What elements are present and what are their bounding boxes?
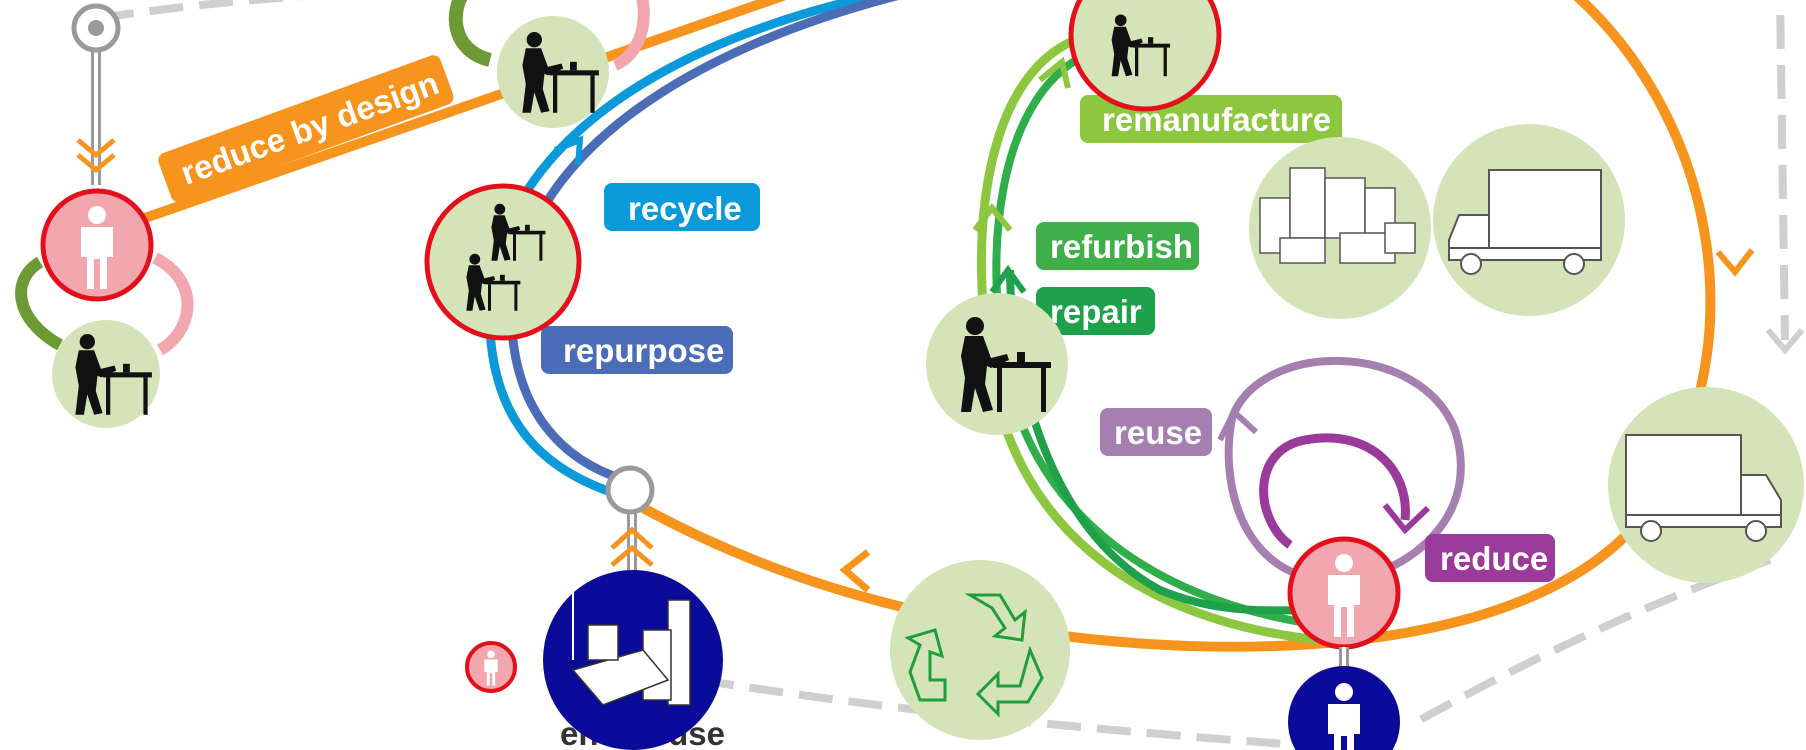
reuse-arrow — [1217, 407, 1259, 442]
recycle-arrow — [553, 135, 584, 166]
end-of-use-pin — [605, 465, 655, 580]
repurpose-text: repurpose — [563, 332, 724, 369]
repurpose-label: repurpose — [541, 326, 733, 374]
furniture-pile-icon — [1259, 167, 1416, 264]
left-person-node — [40, 188, 154, 302]
bottom-person-node — [1288, 666, 1400, 750]
reuse-label: reuse — [1100, 408, 1212, 456]
grey-dashed-loop-top — [99, 0, 306, 22]
recycle-symbol-node — [890, 560, 1070, 740]
reduce-text: reduce — [1440, 540, 1548, 577]
repair-label: repair — [1036, 287, 1155, 335]
center-person-node — [1287, 536, 1401, 650]
reuse-purple-loop — [1224, 356, 1465, 579]
grey-dashed-loop-right — [1776, 0, 1789, 341]
repair-arrow — [989, 264, 1027, 294]
recycle-workshop-node — [424, 183, 582, 341]
reduce-arrow — [1382, 503, 1431, 535]
left-green-curve-arrow — [15, 256, 64, 351]
reuse-text: reuse — [1114, 414, 1202, 451]
refurbish-text: refurbish — [1050, 228, 1193, 265]
grey-arrow-down — [1765, 328, 1805, 355]
reduce-label: reduce — [1425, 534, 1555, 582]
remanufacture-workshop-node — [1068, 0, 1222, 112]
reduce-magenta-loop — [1259, 433, 1410, 549]
truck-icon — [1625, 434, 1782, 542]
top-worker-node — [497, 16, 609, 128]
small-person-node — [465, 641, 517, 693]
recycle-text: recycle — [628, 190, 742, 227]
orange-outer-loop — [617, 0, 1716, 652]
left-pink-curve-arrow — [152, 252, 194, 356]
office-furniture-icon — [571, 590, 691, 706]
top-pink-curve-arrow — [612, 0, 650, 71]
refurbish-label: refurbish — [1036, 222, 1199, 270]
truck-node-2 — [1608, 387, 1804, 583]
left-worker-node — [52, 320, 160, 428]
orange-arrow-right — [1715, 248, 1755, 277]
truck-node-1 — [1433, 124, 1625, 316]
repair-worker-node — [926, 293, 1068, 435]
furniture-pile-node — [1249, 137, 1431, 319]
office-furniture-node — [543, 570, 723, 750]
top-green-curve-arrow — [448, 0, 493, 67]
orange-reduce-by-design-line — [143, 0, 787, 223]
start-pin — [71, 3, 121, 185]
recycle-label: recycle — [604, 183, 760, 231]
grey-dashed-loop-return — [1418, 556, 1772, 724]
truck-icon — [1448, 169, 1602, 275]
repair-text: repair — [1050, 293, 1142, 330]
orange-arrow-left — [839, 549, 871, 593]
remanufacture-arrow — [1038, 56, 1071, 89]
recycle-symbol-icon — [904, 593, 1044, 718]
refurbish-arrow — [972, 203, 1013, 232]
